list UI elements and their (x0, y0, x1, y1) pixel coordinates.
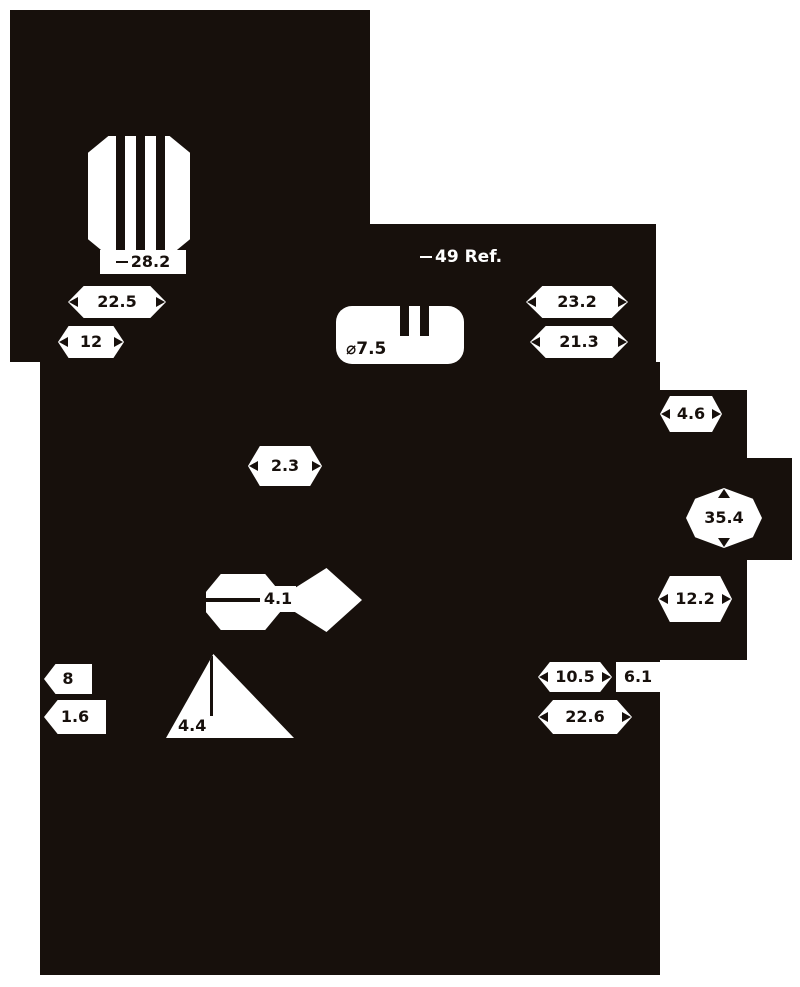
dim-label-4-4: 4.4 (178, 716, 207, 735)
dim-callout-12-2: 12.2 (658, 576, 732, 622)
dim-callout-6-1: 6.1 (616, 662, 660, 692)
dim-label-6-1: 6.1 (623, 667, 653, 686)
dim-callout-21-3: 21.3 (530, 326, 628, 358)
dim-label-28-2: 28.2 (130, 252, 171, 271)
pin-detail-shape: ⌀7.5 (336, 306, 464, 364)
pin-mark (400, 306, 409, 336)
dim-label-21-3: 21.3 (559, 332, 599, 351)
dim-callout-22-6: 22.6 (538, 700, 632, 734)
dim-callout-2-3: 2.3 (248, 446, 322, 486)
dim-label-4-6: 4.6 (676, 404, 706, 423)
dim-label-23-2: 23.2 (557, 292, 597, 311)
leader-line (210, 656, 213, 716)
dim-callout-35-4: 35.4 (686, 488, 762, 548)
dim-label-8: 8 (62, 669, 74, 688)
ref-dim-callout-49: 49 Ref. (420, 244, 550, 270)
leader-line (115, 261, 128, 263)
dim-callout-1-6: 1.6 (44, 700, 106, 734)
dim-callout-8: 8 (44, 664, 92, 694)
profile-slot (156, 136, 165, 256)
section-line (206, 598, 280, 602)
profile-slot (136, 136, 145, 256)
dim-label-1-6: 1.6 (60, 707, 90, 726)
dim-callout-10-5: 10.5 (538, 662, 612, 692)
dim-callout-22-5: 22.5 (68, 286, 166, 318)
dim-callout-4-1: 4.1 (260, 586, 296, 612)
dim-label-22-5: 22.5 (97, 292, 137, 311)
dim-callout-28-2: 28.2 (100, 250, 186, 274)
dim-label-2-3: 2.3 (270, 456, 300, 475)
profile-slot (116, 136, 125, 256)
dim-callout-12: 12 (58, 326, 124, 358)
dim-label-4-1: 4.1 (263, 589, 293, 608)
connector-profile-shape (88, 136, 190, 256)
silhouette-region (10, 10, 370, 362)
dim-label-35-4: 35.4 (704, 508, 744, 527)
section-profile-shape (206, 574, 280, 630)
dim-label-7-5: ⌀7.5 (346, 339, 387, 359)
ref-dim-label-49: 49 Ref. (435, 247, 503, 267)
dim-callout-4-6: 4.6 (660, 396, 722, 432)
dim-callout-23-2: 23.2 (526, 286, 628, 318)
dim-label-12: 12 (79, 332, 103, 351)
dim-label-22-6: 22.6 (565, 707, 605, 726)
dim-label-12-2: 12.2 (675, 589, 715, 608)
leader-line (420, 256, 432, 258)
dim-label-10-5: 10.5 (555, 667, 595, 686)
pin-mark (420, 306, 429, 336)
